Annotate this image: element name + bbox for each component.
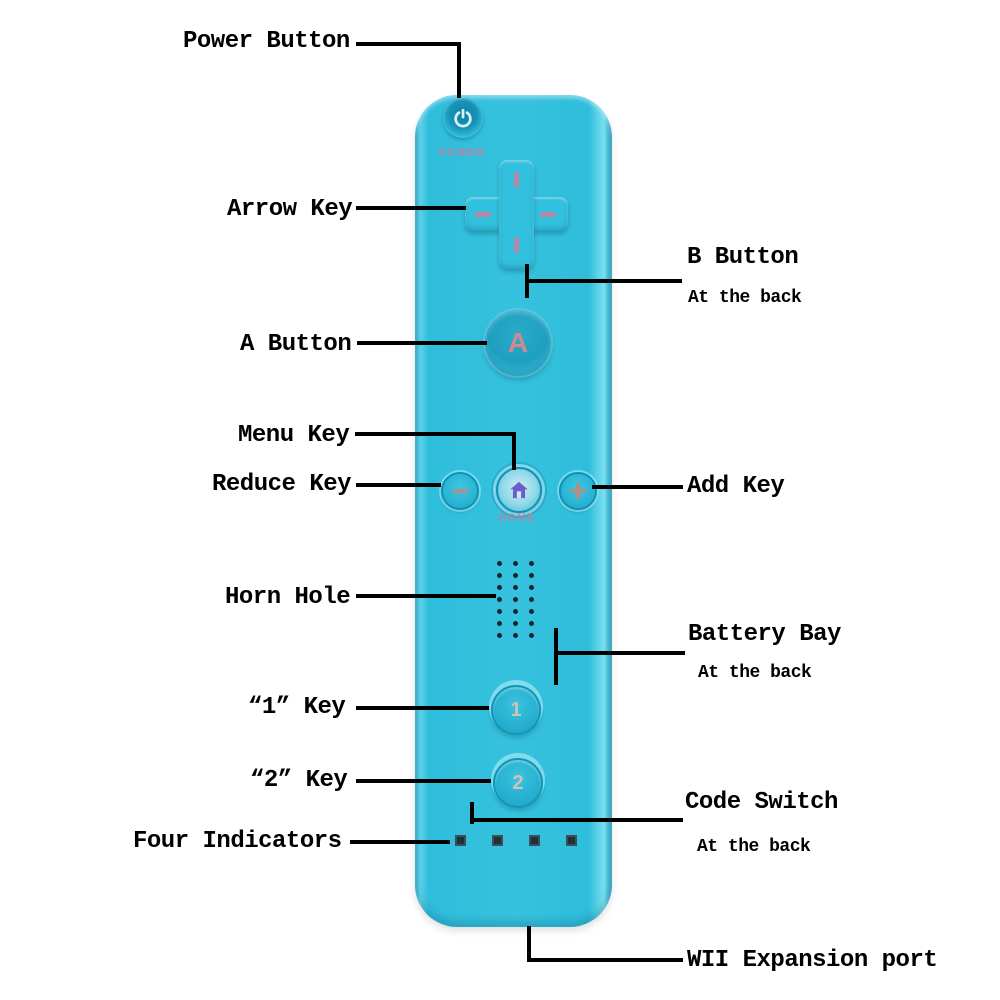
speaker-hole — [497, 561, 502, 566]
label-key-2: “2” Key — [250, 767, 348, 794]
indicator-light — [566, 835, 577, 846]
callout-line-power-button — [356, 42, 461, 46]
reduce-key-button — [441, 472, 479, 510]
speaker-hole — [529, 585, 534, 590]
speaker-hole — [529, 561, 534, 566]
speaker-hole — [497, 585, 502, 590]
power-button — [443, 98, 483, 138]
speaker-hole — [497, 609, 502, 614]
callout-line-key-1 — [356, 706, 489, 710]
speaker-hole — [513, 573, 518, 578]
speaker-hole — [513, 561, 518, 566]
indicator-row — [455, 835, 577, 846]
callout-line-b-button — [525, 279, 682, 283]
speaker-hole — [529, 573, 534, 578]
callout-line-menu-key — [355, 432, 516, 436]
label-battery-bay-note: At the back — [698, 663, 812, 683]
speaker-hole — [497, 621, 502, 626]
callout-line-power-button — [457, 42, 461, 98]
label-code-switch-note: At the back — [697, 837, 811, 857]
indicator-light — [492, 835, 503, 846]
a-button-letter: A — [507, 327, 529, 358]
speaker-hole — [513, 609, 518, 614]
label-arrow-key: Arrow Key — [227, 196, 353, 223]
dpad-down-mark — [514, 237, 519, 253]
speaker-grid — [497, 561, 534, 638]
label-reduce-key: Reduce Key — [212, 471, 352, 498]
key-1-numeral: 1 — [510, 698, 522, 721]
callout-line-add-key — [592, 485, 683, 489]
label-code-switch: Code Switch — [685, 789, 838, 816]
label-a-button: A Button — [240, 331, 352, 358]
speaker-hole — [497, 573, 502, 578]
label-power-button: Power Button — [183, 28, 350, 55]
add-key-button — [559, 472, 597, 510]
minus-icon — [452, 489, 468, 493]
callout-line-horn-hole — [356, 594, 496, 598]
callout-line-arrow-key — [356, 206, 466, 210]
callout-line-code-switch — [470, 818, 683, 822]
key-2-numeral: 2 — [512, 771, 524, 794]
key-1-button: 1 — [491, 685, 541, 735]
plus-icon — [570, 483, 586, 499]
speaker-hole — [513, 633, 518, 638]
label-b-button: B Button — [687, 244, 799, 271]
home-icon — [508, 479, 530, 501]
speaker-hole — [529, 609, 534, 614]
callout-line-code-switch — [470, 802, 474, 824]
menu-key-button — [496, 467, 542, 513]
dpad-left-mark — [475, 212, 491, 217]
label-menu-key: Menu Key — [238, 422, 350, 449]
callout-line-battery-bay — [554, 651, 685, 655]
label-key-1: “1” Key — [248, 694, 346, 721]
speaker-hole — [497, 597, 502, 602]
label-four-indicators: Four Indicators — [133, 828, 342, 855]
label-add-key: Add Key — [687, 473, 785, 500]
dpad-up-mark — [514, 172, 519, 188]
speaker-hole — [513, 585, 518, 590]
speaker-hole — [529, 597, 534, 602]
label-battery-bay: Battery Bay — [688, 621, 841, 648]
home-printed-label: HOME — [498, 512, 536, 524]
power-icon — [452, 107, 474, 129]
indicator-light — [529, 835, 540, 846]
callout-line-key-2 — [356, 779, 491, 783]
callout-line-expansion-port — [527, 926, 531, 962]
key-2-button: 2 — [493, 758, 543, 808]
speaker-hole — [513, 597, 518, 602]
callout-line-menu-key — [512, 432, 516, 470]
callout-line-battery-bay — [554, 628, 558, 685]
speaker-hole — [529, 633, 534, 638]
speaker-hole — [529, 621, 534, 626]
speaker-hole — [497, 633, 502, 638]
callout-line-expansion-port — [527, 958, 683, 962]
power-printed-label: POWER — [438, 147, 486, 159]
label-horn-hole: Horn Hole — [225, 584, 351, 611]
callout-line-a-button — [357, 341, 487, 345]
label-expansion-port: WII Expansion port — [687, 947, 938, 974]
dpad-right-mark — [540, 212, 556, 217]
speaker-hole — [513, 621, 518, 626]
callout-line-four-indicators — [350, 840, 450, 844]
a-button: A — [485, 310, 551, 376]
callout-line-reduce-key — [356, 483, 441, 487]
indicator-light — [455, 835, 466, 846]
label-b-button-note: At the back — [688, 288, 802, 308]
